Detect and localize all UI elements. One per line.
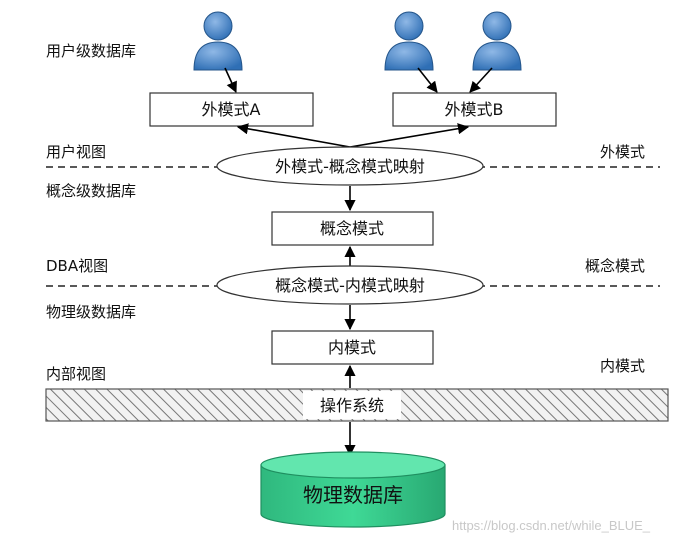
user-arrow	[417, 67, 438, 93]
mapping-arrow	[236, 123, 351, 148]
external-concept-mapping: 外模式-概念模式映射	[216, 146, 484, 186]
svg-text:操作系统: 操作系统	[320, 396, 384, 415]
svg-text:概念模式-内模式映射: 概念模式-内模式映射	[275, 276, 425, 295]
physical-database-cylinder: 物理数据库	[260, 451, 446, 528]
label-user-db: 用户级数据库	[46, 42, 136, 60]
mapping-arrow	[349, 123, 470, 148]
label-physical-db: 物理级数据库	[46, 303, 136, 321]
concept-schema-box: 概念模式	[271, 211, 434, 246]
user-icon	[193, 11, 243, 71]
svg-text:内模式: 内模式	[328, 338, 376, 357]
user-arrow	[469, 67, 493, 93]
external-schema-b-box: 外模式B	[392, 92, 557, 127]
user-icon	[384, 11, 434, 71]
label-internal-view: 内部视图	[46, 365, 106, 383]
svg-text:外模式B: 外模式B	[445, 100, 504, 119]
watermark: https://blog.csdn.net/while_BLUE_	[452, 518, 651, 533]
label-external-schema: 外模式	[600, 143, 645, 161]
svg-text:概念模式: 概念模式	[320, 219, 384, 238]
concept-internal-mapping: 概念模式-内模式映射	[216, 265, 484, 305]
user-arrow	[224, 67, 237, 94]
svg-text:外模式A: 外模式A	[202, 100, 261, 119]
external-schema-a-box: 外模式A	[149, 92, 314, 127]
label-internal-schema: 内模式	[600, 357, 645, 375]
internal-schema-box: 内模式	[271, 330, 434, 365]
label-concept-db: 概念级数据库	[46, 182, 136, 200]
label-user-view: 用户视图	[46, 143, 106, 161]
operating-system-bar: 操作系统	[45, 388, 669, 422]
label-concept-schema: 概念模式	[585, 257, 645, 275]
user-icon	[472, 11, 522, 71]
svg-text:外模式-概念模式映射: 外模式-概念模式映射	[275, 157, 425, 176]
label-dba-view: DBA视图	[46, 257, 108, 275]
svg-text:物理数据库: 物理数据库	[303, 483, 403, 507]
